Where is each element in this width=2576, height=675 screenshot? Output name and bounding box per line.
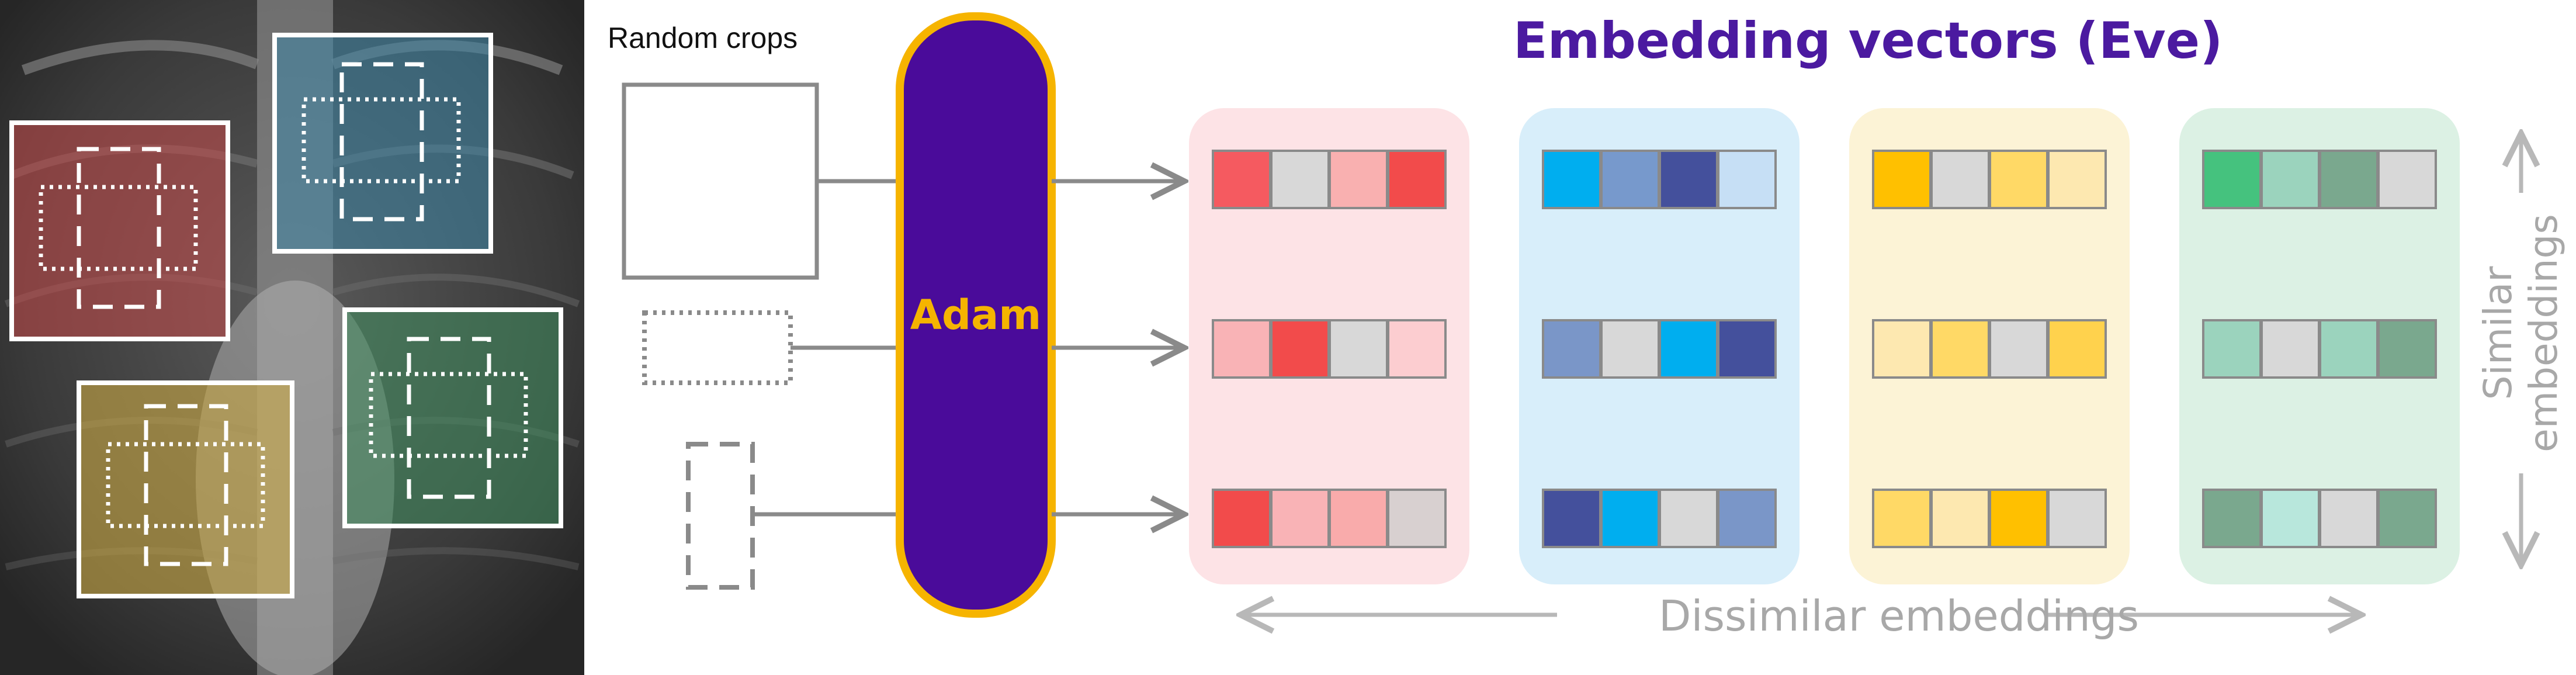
crop-region-yellow <box>77 380 294 598</box>
embedding-cell <box>1930 150 1990 209</box>
crop-shape-dashed <box>686 442 755 590</box>
embedding-cell <box>2202 150 2262 209</box>
embedding-cell <box>2047 150 2107 209</box>
embedding-cell <box>1717 319 1777 379</box>
embedding-cell <box>2260 319 2320 379</box>
crop-region-green <box>342 307 563 528</box>
embedding-cell <box>2202 489 2262 548</box>
crop-region-red <box>9 120 230 341</box>
embedding-cell <box>2202 319 2262 379</box>
embedding-cell <box>1212 319 1271 379</box>
embedding-cell <box>1270 150 1330 209</box>
embedding-cell <box>2047 319 2107 379</box>
embedding-cell <box>2047 489 2107 548</box>
embedding-cell <box>2260 150 2320 209</box>
embedding-cell <box>1717 150 1777 209</box>
embedding-cell <box>1329 150 1388 209</box>
embedding-cell <box>1212 150 1271 209</box>
embedding-cell <box>1387 489 1447 548</box>
dissimilar-embeddings-label: Dissimilar embeddings <box>1659 591 2139 641</box>
embedding-cell <box>1872 150 1932 209</box>
embedding-cell <box>1989 150 2048 209</box>
embedding-cell <box>1270 489 1330 548</box>
embedding-cell <box>1989 489 2048 548</box>
similar-label-line1: Similar <box>2476 266 2520 400</box>
random-crops-label: Random crops <box>608 22 798 54</box>
similar-embeddings-label: Similar embeddings <box>2476 169 2567 497</box>
embedding-cell <box>1659 150 1718 209</box>
embedding-cell <box>1600 489 1660 548</box>
crop-shape-dotted <box>642 310 793 385</box>
embedding-cell <box>1600 150 1660 209</box>
embedding-cell <box>2319 319 2379 379</box>
embedding-cell <box>1212 489 1271 548</box>
adam-label: Adam <box>910 291 1042 339</box>
embedding-cell <box>1329 319 1388 379</box>
embedding-cell <box>2377 489 2437 548</box>
adam-encoder <box>896 12 1056 618</box>
embedding-cell <box>1659 319 1718 379</box>
crop-region-blue <box>272 33 493 254</box>
embedding-cell <box>1930 489 1990 548</box>
embedding-cell <box>1542 489 1601 548</box>
similar-label-line2: embeddings <box>2521 214 2566 452</box>
embedding-cell <box>1872 489 1932 548</box>
embedding-cell <box>1717 489 1777 548</box>
embedding-cell <box>1930 319 1990 379</box>
embedding-cell <box>1872 319 1932 379</box>
embedding-cell <box>2377 319 2437 379</box>
embedding-vectors-title: Embedding vectors (Eve) <box>1513 12 2223 70</box>
embedding-cell <box>1989 319 2048 379</box>
embedding-groups <box>1189 108 2460 584</box>
embedding-cell <box>1542 319 1601 379</box>
embedding-cell <box>2319 150 2379 209</box>
embedding-cell <box>2319 489 2379 548</box>
embedding-cell <box>1600 319 1660 379</box>
crop-shape-square <box>622 82 819 280</box>
embedding-cell <box>1387 319 1447 379</box>
embedding-cell <box>1387 150 1447 209</box>
embedding-cell <box>2377 150 2437 209</box>
embedding-cell <box>1270 319 1330 379</box>
embedding-cell <box>1329 489 1388 548</box>
embedding-cell <box>1542 150 1601 209</box>
embedding-cell <box>1659 489 1718 548</box>
embedding-cell <box>2260 489 2320 548</box>
